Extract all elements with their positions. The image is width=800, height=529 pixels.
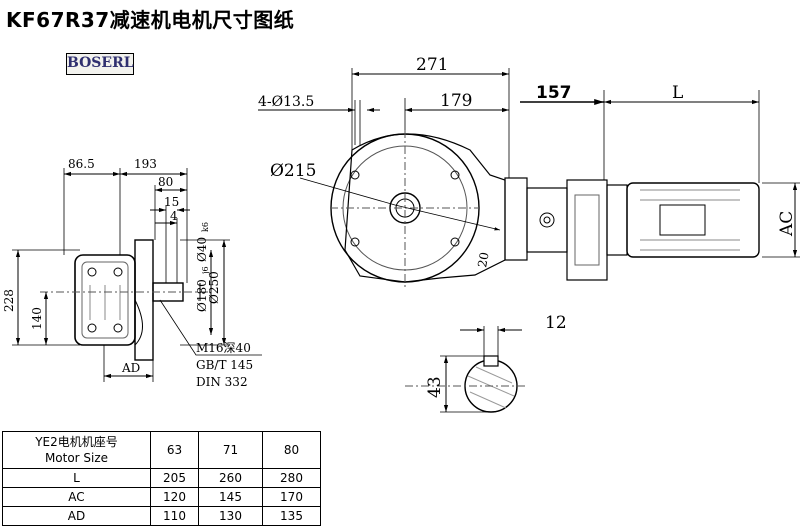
dim-ad: AD [121,361,140,375]
dim-179: 179 [440,91,472,111]
dim-d40-tolerance: k6 [201,222,210,232]
table-row: AD 110 130 135 [2,506,321,526]
dim-key-12: 12 [545,313,567,333]
table-cell: 130 [198,506,263,526]
dim-86-5: 86.5 [68,157,95,171]
standard-din: DIN 332 [196,375,248,389]
thread-spec: M16深40 [196,341,251,355]
standard-gb: GB/T 145 [196,358,253,372]
table-cell: 145 [198,487,263,507]
dim-15: 15 [164,195,179,209]
dim-d180: Ø180 [195,279,209,312]
dim-228: 228 [2,289,16,312]
table-cell: 110 [150,506,199,526]
table-cell: 260 [198,468,263,488]
size-col: 71 [198,431,263,469]
front-view [258,68,800,290]
dim-193: 193 [134,157,157,171]
keyway-detail [405,326,528,413]
brand-logo: BOSERL [66,53,134,75]
row-label: AD [2,506,151,526]
table-cell: 135 [262,506,321,526]
row-label: AC [2,487,151,507]
table-header-row: YE2电机机座号 Motor Size 63 71 80 [2,431,321,469]
dim-140: 140 [30,307,44,330]
dim-4: 4 [170,209,178,223]
dim-271: 271 [416,55,448,75]
dim-80: 80 [158,175,173,189]
dim-d250: Ø250 [207,271,221,304]
dim-20: 20 [475,251,491,268]
table-cell: 120 [150,487,199,507]
dim-d40: Ø40 [195,237,209,262]
dim-d215: Ø215 [270,161,316,181]
drawing-title: KF67R37减速机电机尺寸图纸 [6,8,295,32]
header-cn: YE2电机机座号 [35,435,118,449]
size-col: 63 [150,431,199,469]
dim-d180-tolerance: j6 [201,266,210,275]
table-cell: 280 [262,468,321,488]
header-en: Motor Size [44,451,109,465]
table-cell: 170 [262,487,321,507]
dim-mounting-holes: 4-Ø13.5 [258,94,314,110]
table-row: AC 120 145 170 [2,487,321,507]
motor-size-table: YE2电机机座号 Motor Size 63 71 80 L 205 260 2… [2,431,321,526]
table-header-label: YE2电机机座号 Motor Size [2,431,151,469]
dim-key-43: 43 [425,376,445,398]
row-label: L [2,468,151,488]
table-row: L 205 260 280 [2,468,321,488]
dim-157: 157 [536,83,572,103]
size-col: 80 [262,431,321,469]
dim-l: L [672,83,683,103]
side-view [12,168,262,382]
dim-ac: AC [777,211,797,237]
table-cell: 205 [150,468,199,488]
